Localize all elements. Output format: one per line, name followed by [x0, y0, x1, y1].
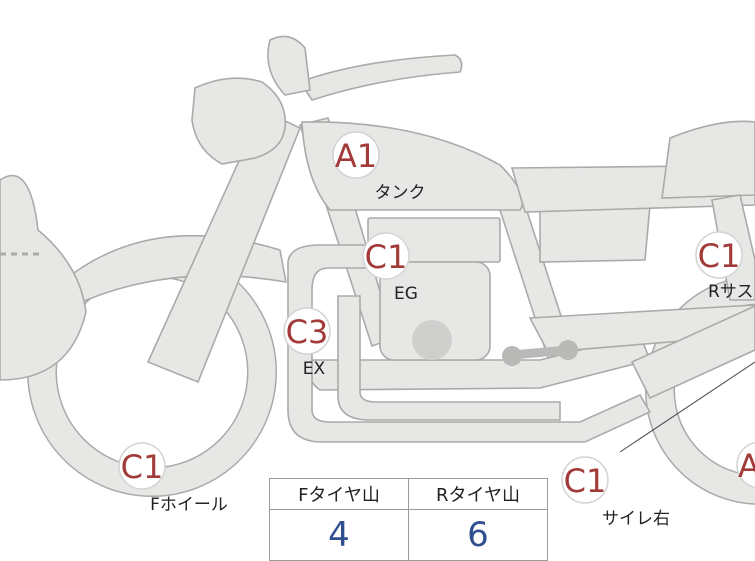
label-exhaust: EX: [303, 359, 326, 379]
value-rear-tire: 6: [408, 509, 548, 561]
badge-code: C1: [365, 238, 408, 276]
label-engine: EG: [394, 284, 418, 304]
mirror: [267, 35, 311, 96]
label-tank: タンク: [375, 183, 426, 203]
badge-rear-suspension[interactable]: C1: [695, 231, 743, 279]
leader-line: [619, 361, 755, 453]
label-rear-suspension: Rサス: [708, 282, 753, 302]
badge-code: C1: [121, 448, 164, 486]
swingarm: [528, 304, 755, 353]
label-silencer-right: サイレ右: [602, 509, 670, 529]
handlebar: [298, 54, 463, 101]
badge-exhaust[interactable]: C3: [283, 307, 331, 355]
exhaust-inner: [337, 295, 561, 421]
badge-code: C3: [286, 313, 329, 351]
rear-cowl: [661, 120, 755, 199]
value-front-tire: 4: [269, 509, 409, 561]
header-front-tire: Fタイヤ山: [269, 478, 409, 510]
headlight: [191, 77, 287, 165]
tire-tread-table: Fタイヤ山 Rタイヤ山 4 6: [269, 478, 548, 561]
badge-tank[interactable]: A1: [332, 131, 380, 179]
badge-engine[interactable]: C1: [362, 232, 410, 280]
badge-code: C1: [698, 237, 741, 275]
header-rear-tire: Rタイヤ山: [408, 478, 548, 510]
front-fork: [146, 108, 302, 384]
front-cowl: [0, 174, 87, 381]
badge-cropped[interactable]: A: [736, 441, 755, 489]
label-front-wheel: Fホイール: [150, 495, 228, 515]
exhaust-pipe: [287, 244, 652, 443]
badge-code: A: [738, 447, 755, 485]
engine-cover: [412, 320, 452, 360]
badge-code: A1: [335, 137, 377, 175]
side-cover: [539, 204, 651, 263]
badge-code: C1: [564, 462, 607, 500]
muffler: [630, 305, 755, 400]
engine-body: [379, 261, 491, 361]
badge-silencer-right[interactable]: C1: [561, 456, 609, 504]
badge-front-wheel[interactable]: C1: [118, 442, 166, 490]
